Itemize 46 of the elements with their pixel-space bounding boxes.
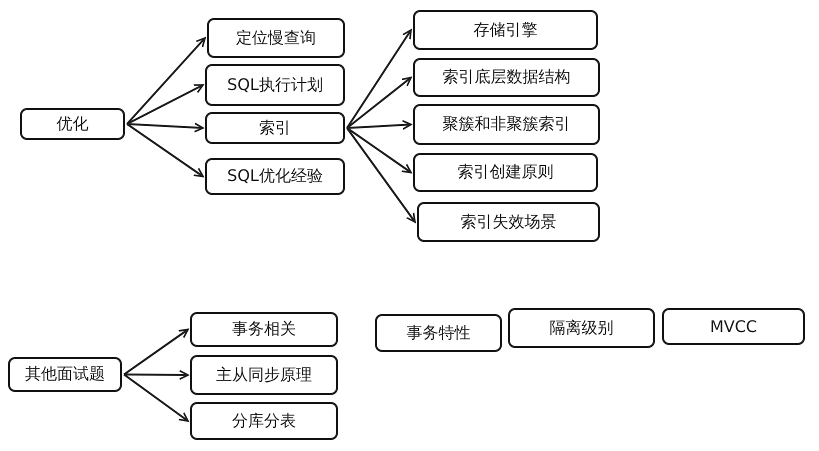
process-box [413,58,600,97]
node-label: 定位慢查询 [236,28,316,48]
process-box [413,104,600,145]
node-label: 索引创建原则 [458,162,554,183]
node-label: 隔离级别 [550,318,614,338]
arrow [126,122,204,133]
node-label: 优化 [56,114,88,134]
arrow [126,123,204,178]
node-label: MVCC [710,317,758,336]
node-label: 聚簇和非聚簇索引 [442,114,570,135]
node-label: 主从同步原理 [216,364,312,386]
arrow [124,370,189,380]
arrow [346,120,412,130]
arrow [126,84,204,125]
process-box [205,158,345,195]
process-box [413,10,598,50]
node-label: 其他面试题 [25,364,105,385]
node-label: 事务相关 [232,319,296,340]
node-label: SQL优化经验 [227,166,323,187]
process-box [417,202,600,242]
arrow [123,374,189,422]
node-label: 存储引擎 [474,20,538,40]
arrow [346,127,416,223]
process-box [190,312,338,347]
process-box [413,153,598,192]
process-box [190,355,338,395]
process-box [662,308,805,345]
arrow [123,328,189,376]
node-label: 索引底层数据结构 [442,67,570,88]
arrow [346,127,412,174]
arrow [126,37,206,125]
process-box [8,357,122,392]
node-label: 分库分表 [232,410,296,432]
arrow [346,76,412,129]
process-box [20,108,125,140]
node-label: 事务特性 [406,322,470,344]
node-label: 索引失效场景 [460,212,556,232]
process-box [190,402,338,440]
process-box [205,64,345,106]
process-box [205,112,345,144]
process-box [375,314,502,352]
node-label: SQL执行计划 [227,74,323,96]
node-label: 索引 [259,118,291,138]
process-box [508,308,655,348]
process-box [207,18,345,58]
arrow [346,29,412,129]
